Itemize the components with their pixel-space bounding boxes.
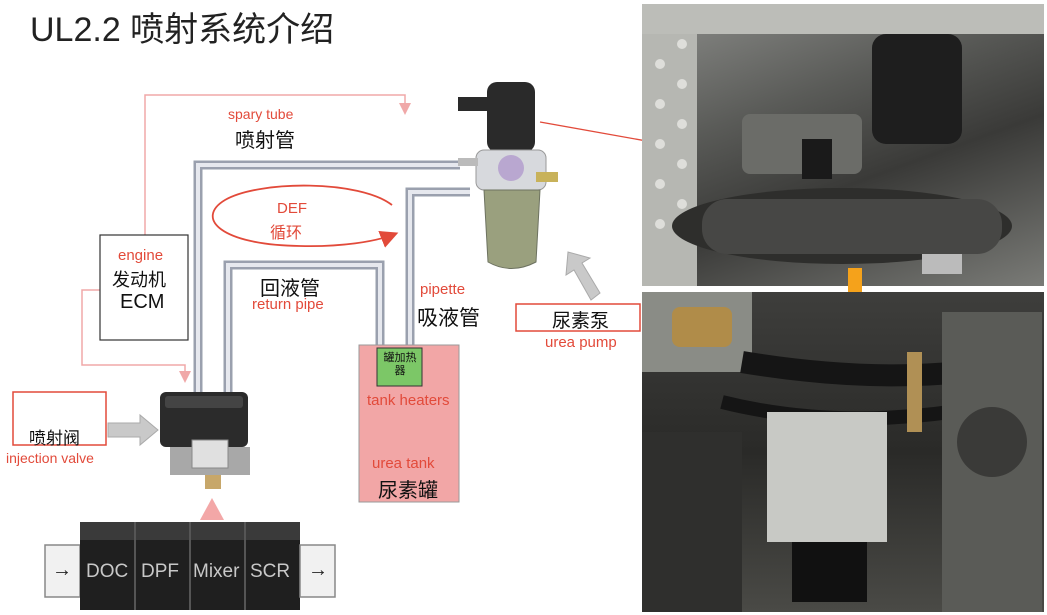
- engine-label-en: engine: [118, 247, 164, 264]
- circulation-arrow: [212, 184, 399, 248]
- exhaust-segment-doc: DOC: [86, 561, 129, 582]
- return-pipe-label-zh: 回液管: [260, 278, 320, 300]
- exhaust-segment-mixer: Mixer: [193, 561, 240, 582]
- pipes: [193, 160, 470, 455]
- valve-installation-photo: [642, 292, 1044, 612]
- return-pipe-label-en: return pipe: [252, 296, 324, 313]
- valve-input-arrow: [107, 413, 159, 447]
- spray-cone: [200, 498, 224, 520]
- urea-tank-label-en: urea tank: [372, 455, 435, 472]
- pump-input-arrow: [565, 251, 601, 301]
- spray-tube-label-zh: 喷射管: [235, 130, 295, 152]
- tank-heater-box: [376, 347, 423, 387]
- urea-pump-box: [515, 303, 641, 332]
- injection-valve-label-en: injection valve: [6, 450, 94, 466]
- ecm-label: ECM: [120, 291, 165, 313]
- pipette-label-en: pipette: [420, 281, 466, 298]
- exhaust-outlet-arrow-icon: →: [308, 559, 328, 581]
- exhaust-segment-dpf: DPF: [141, 561, 179, 582]
- tank-heaters-label-en: tank heaters: [367, 392, 450, 409]
- urea-tank-label-zh: 尿素罐: [378, 480, 438, 502]
- urea-pump-label-zh: 尿素泵: [552, 311, 610, 332]
- exhaust-inlet-arrow-icon: →: [52, 559, 72, 581]
- ecm-signal-lines: [81, 94, 411, 383]
- circulation-label-zh: 循环: [270, 225, 303, 242]
- pump-installation-photo: [642, 4, 1044, 286]
- page-title: UL2.2 喷射系统介绍: [30, 11, 335, 49]
- urea-pump-body: [458, 82, 558, 269]
- tank-heater-label-zh: 罐加热器: [383, 352, 417, 377]
- exhaust-pipe: [44, 522, 336, 610]
- urea-pump-label-en: urea pump: [545, 334, 617, 351]
- spray-tube-label-en: spary tube: [228, 106, 294, 122]
- pipette-label-zh: 吸液管: [417, 307, 480, 330]
- injection-valve-body: [160, 392, 250, 489]
- injection-valve-label-zh: 喷射阀: [29, 429, 80, 448]
- ecm-box: [99, 234, 189, 341]
- exhaust-segment-scr: SCR: [250, 561, 291, 582]
- injection-valve-box: [12, 391, 107, 446]
- engine-label-zh: 发动机: [112, 270, 166, 290]
- circulation-label-en: DEF: [277, 200, 307, 217]
